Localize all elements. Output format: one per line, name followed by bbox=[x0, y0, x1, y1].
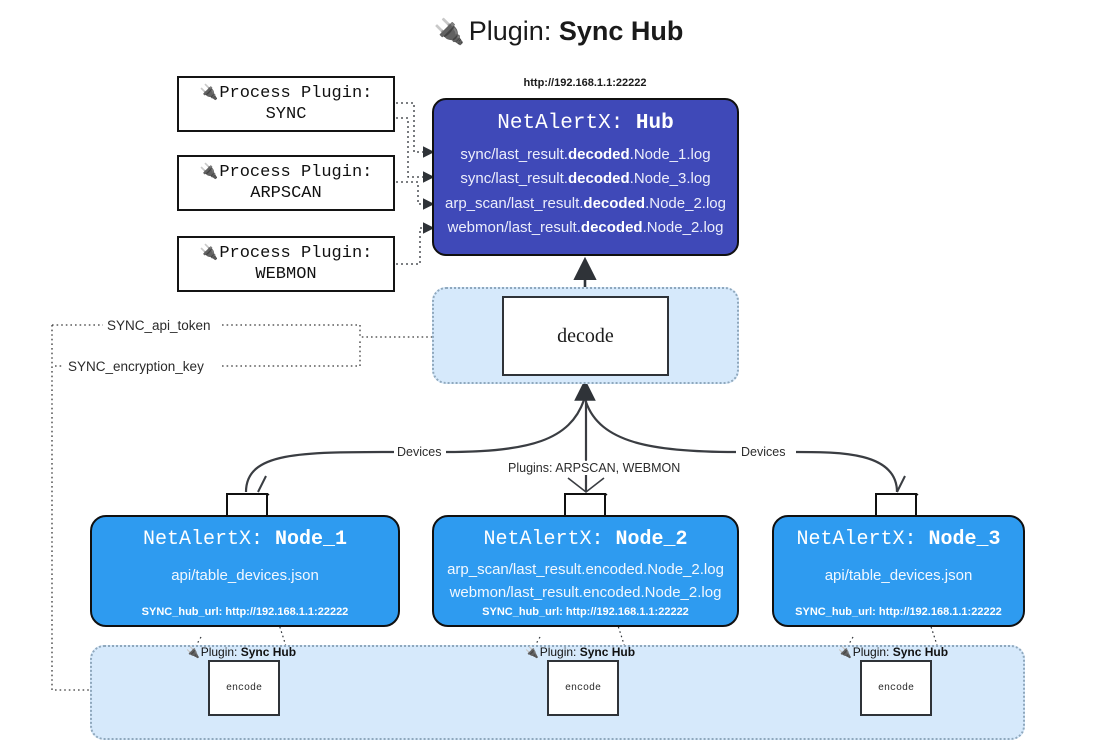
encode-box-node-1[interactable]: encode bbox=[208, 660, 280, 716]
decode-box[interactable]: decode bbox=[502, 296, 669, 376]
node-line-list: api/table_devices.json bbox=[774, 565, 1023, 588]
hub-log-list: sync/last_result.decoded.Node_1.log sync… bbox=[434, 143, 737, 240]
hub-log-row: sync/last_result.decoded.Node_3.log bbox=[460, 170, 711, 188]
process-plugin-webmon[interactable]: 🔌Process Plugin: WEBMON bbox=[177, 236, 395, 292]
edge-label-devices-right: Devices bbox=[738, 445, 789, 459]
encode-box-node-2[interactable]: encode bbox=[547, 660, 619, 716]
hub-node[interactable]: NetAlertX: Hub sync/last_result.decoded.… bbox=[432, 98, 739, 256]
node-line-list: arp_scan/last_result.encoded.Node_2.log … bbox=[434, 559, 737, 604]
encoder-plugin-label: 🔌Plugin: Sync Hub bbox=[186, 645, 297, 659]
encoder-plugin-label: 🔌Plugin: Sync Hub bbox=[525, 645, 636, 659]
node-title: NetAlertX: Node_3 bbox=[796, 528, 1001, 551]
node-line: webmon/last_result.encoded.Node_2.log bbox=[449, 583, 722, 601]
label-sync-encryption-key: SYNC_encryption_key bbox=[64, 359, 208, 374]
process-plugin-label: Process Plugin: bbox=[219, 162, 373, 182]
process-plugin-name: ARPSCAN bbox=[250, 184, 322, 203]
hub-title-prefix: NetAlertX: bbox=[497, 112, 636, 135]
process-plugin-arpscan[interactable]: 🔌Process Plugin: ARPSCAN bbox=[177, 155, 395, 211]
hub-title-name: Hub bbox=[635, 112, 674, 135]
encode-box-node-3[interactable]: encode bbox=[860, 660, 932, 716]
plug-icon: 🔌 bbox=[199, 161, 219, 180]
plugins-open-arrow bbox=[567, 477, 605, 494]
process-plugin-name: SYNC bbox=[265, 105, 307, 124]
label-sync-api-token: SYNC_api_token bbox=[103, 318, 215, 333]
process-plugin-label: Process Plugin: bbox=[219, 83, 373, 103]
node-line-list: api/table_devices.json bbox=[92, 565, 398, 588]
plug-icon: 🔌 bbox=[433, 18, 465, 46]
node-footer: SYNC_hub_url: http://192.168.1.1:22222 bbox=[795, 606, 1002, 618]
node-title: NetAlertX: Node_1 bbox=[142, 528, 348, 551]
node-title: NetAlertX: Node_2 bbox=[483, 528, 688, 551]
plug-icon: 🔌 bbox=[186, 646, 200, 659]
node-line: api/table_devices.json bbox=[171, 567, 319, 584]
node-2[interactable]: NetAlertX: Node_2 arp_scan/last_result.e… bbox=[432, 515, 739, 627]
node-to-decode-edges bbox=[244, 399, 899, 493]
hub-log-row: webmon/last_result.decoded.Node_2.log bbox=[447, 218, 724, 236]
node-line: api/table_devices.json bbox=[824, 567, 973, 584]
envelope-stems bbox=[257, 475, 906, 493]
node-1[interactable]: NetAlertX: Node_1 api/table_devices.json… bbox=[90, 515, 400, 627]
plug-icon: 🔌 bbox=[199, 82, 219, 101]
node-3[interactable]: NetAlertX: Node_3 api/table_devices.json… bbox=[772, 515, 1025, 627]
hub-log-row: sync/last_result.decoded.Node_1.log bbox=[460, 146, 711, 163]
node-footer: SYNC_hub_url: http://192.168.1.1:22222 bbox=[141, 606, 349, 618]
hub-url-label: http://192.168.1.1:22222 bbox=[523, 77, 647, 89]
edge-label-plugins: Plugins: ARPSCAN, WEBMON bbox=[505, 461, 684, 475]
encoder-plugin-label: 🔌Plugin: Sync Hub bbox=[838, 645, 949, 659]
edge-label-devices-left: Devices bbox=[394, 445, 445, 459]
node-footer: SYNC_hub_url: http://192.168.1.1:22222 bbox=[482, 606, 689, 618]
plugin-to-hub-connectors bbox=[396, 102, 435, 265]
process-plugin-label: Process Plugin: bbox=[219, 243, 373, 263]
page-title: 🔌Plugin: Sync Hub bbox=[0, 16, 1117, 47]
config-key-routes bbox=[51, 324, 495, 696]
plug-icon: 🔌 bbox=[525, 646, 539, 659]
hub-log-row: arp_scan/last_result.decoded.Node_2.log bbox=[445, 194, 726, 212]
hub-title: NetAlertX: Hub bbox=[434, 112, 737, 135]
plug-icon: 🔌 bbox=[838, 646, 852, 659]
node-line: arp_scan/last_result.encoded.Node_2.log bbox=[447, 561, 724, 578]
process-plugin-sync[interactable]: 🔌Process Plugin: SYNC bbox=[177, 76, 395, 132]
process-plugin-name: WEBMON bbox=[255, 265, 317, 284]
page-title-name: Sync Hub bbox=[558, 16, 684, 46]
page-title-prefix: Plugin: bbox=[468, 16, 559, 46]
plug-icon: 🔌 bbox=[199, 242, 219, 261]
